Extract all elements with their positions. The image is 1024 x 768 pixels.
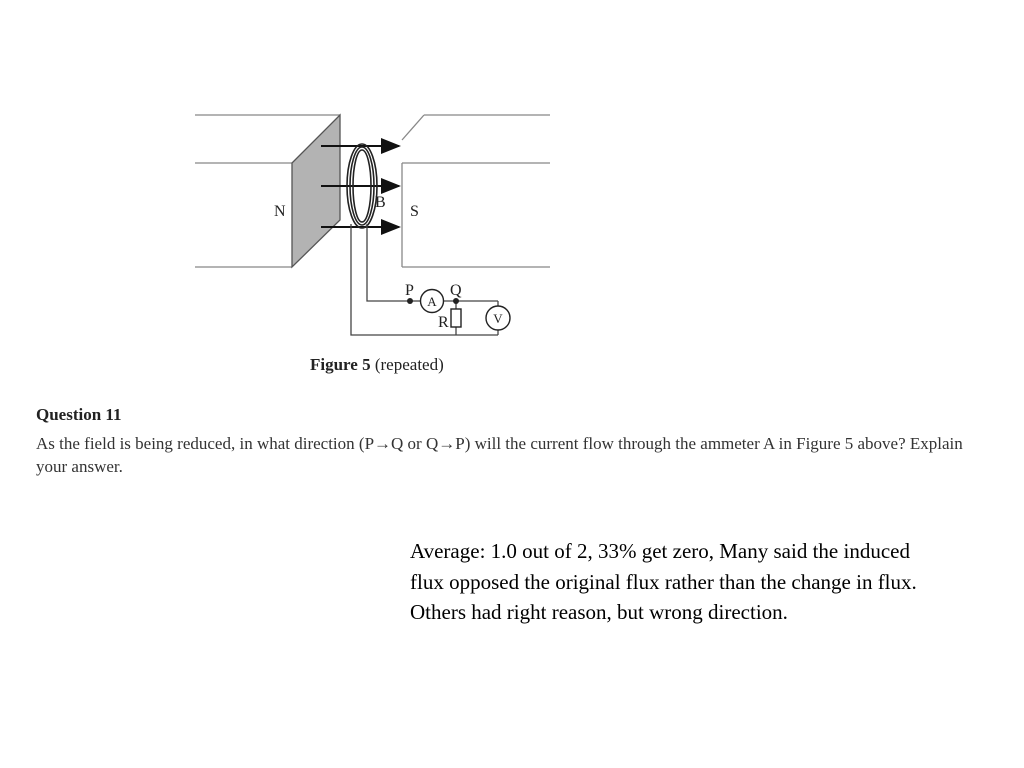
figure-caption-number: Figure 5 xyxy=(310,355,371,374)
circuit-wires xyxy=(350,224,499,336)
figure-caption-note: (repeated) xyxy=(370,355,444,374)
ammeter-icon: A xyxy=(419,288,445,314)
svg-text:V: V xyxy=(493,311,503,326)
results-comment: Average: 1.0 out of 2, 33% get zero, Man… xyxy=(410,539,917,624)
label-p: P xyxy=(405,282,414,299)
label-r: R xyxy=(438,314,449,331)
label-north: N xyxy=(274,203,286,220)
terminal-q xyxy=(453,298,459,304)
label-q: Q xyxy=(450,282,462,299)
magnet-coil-diagram: A V N S B P Q R xyxy=(195,113,550,336)
north-magnet xyxy=(195,113,341,269)
figure-caption: Figure 5 (repeated) xyxy=(310,355,444,375)
south-magnet xyxy=(401,114,550,268)
resistor-icon xyxy=(450,308,462,328)
label-south: S xyxy=(410,203,419,220)
coil-b xyxy=(346,143,378,229)
question-title: Question 11 xyxy=(36,405,122,424)
voltmeter-icon: V xyxy=(485,305,511,331)
terminal-p xyxy=(407,298,413,304)
question-text: As the field is being reduced, in what d… xyxy=(36,434,963,476)
label-coil: B xyxy=(375,194,386,211)
svg-text:A: A xyxy=(427,294,437,309)
